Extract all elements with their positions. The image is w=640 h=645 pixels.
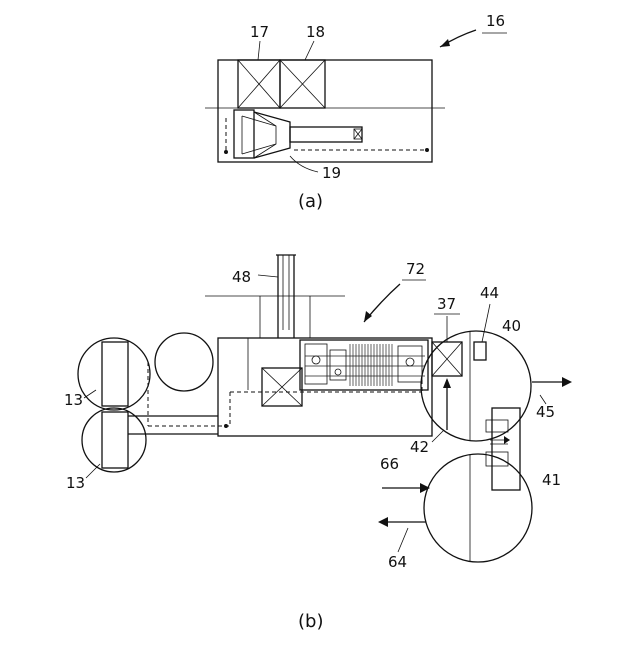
- junction-block-upper: [486, 420, 508, 432]
- flow-point-right: [425, 148, 429, 152]
- label-42: 42: [410, 438, 429, 456]
- outlet-arrow-45-head: [562, 377, 572, 387]
- box-37-feed-arrowhead: [443, 378, 451, 388]
- label-72: 72: [406, 260, 425, 278]
- label-37: 37: [437, 295, 456, 313]
- label-19: 19: [322, 164, 341, 182]
- machinery-72-wheel-2: [335, 369, 341, 375]
- label-40: 40: [502, 317, 521, 335]
- funnel-19-edge-bottom: [254, 144, 276, 158]
- label-41: 41: [542, 471, 561, 489]
- inlet-arrow-66-head: [420, 483, 430, 493]
- funnel-19-edge-top: [254, 112, 276, 126]
- side-tank: [155, 333, 213, 391]
- label-72-arrowhead: [364, 311, 372, 322]
- label-45: 45: [536, 403, 555, 421]
- small-box-44: [474, 342, 486, 360]
- tank-13-upper: [78, 338, 150, 410]
- label-13-lower: 13: [66, 474, 85, 492]
- label-42-leader: [432, 430, 444, 442]
- stack-48: [205, 255, 345, 338]
- label-44: 44: [480, 284, 499, 302]
- circle-41: [424, 454, 532, 562]
- funnel-19-body-inner: [242, 116, 276, 154]
- funnel-19-mouth: [234, 110, 254, 158]
- label-18-leader: [305, 41, 314, 60]
- flow-point-left: [224, 150, 228, 154]
- machinery-72-wheel-3: [406, 358, 414, 366]
- circle-40: [421, 331, 531, 441]
- label-17: 17: [250, 23, 269, 41]
- machinery-72-block-3: [398, 346, 422, 382]
- caption-a: (a): [298, 191, 323, 212]
- caption-b: (b): [298, 611, 323, 632]
- funnel-19-body-outer: [254, 112, 290, 158]
- tank-13-lower: [82, 408, 146, 472]
- tanks-13: [78, 333, 422, 472]
- label-66: 66: [380, 455, 399, 473]
- label-64-leader: [398, 528, 408, 552]
- junction-block-lower: [486, 452, 508, 466]
- label-19-leader: [290, 156, 318, 172]
- machinery-72-block-2: [330, 350, 346, 380]
- main-body: [218, 338, 432, 436]
- tank-13-lower-shell: [102, 412, 128, 468]
- label-64: 64: [388, 553, 407, 571]
- body-flow-point: [224, 424, 228, 428]
- label-16: 16: [486, 12, 505, 30]
- funnel-19-chute: [290, 127, 362, 142]
- label-13-lower-leader: [86, 464, 100, 478]
- outlet-arrow-64-head: [378, 517, 388, 527]
- machinery-72-outline: [300, 340, 428, 390]
- label-13-upper: 13: [64, 391, 83, 409]
- machinery-72-wheel-1: [312, 356, 320, 364]
- machinery-72: [300, 340, 428, 390]
- funnel-19: [234, 110, 362, 158]
- figure-b: 48 72: [64, 255, 572, 632]
- junction-arrowhead: [504, 436, 510, 444]
- figure-a: 16 17 18: [205, 12, 507, 212]
- label-17-leader: [258, 41, 260, 60]
- tank-13-upper-shell: [102, 342, 128, 406]
- label-48-leader: [258, 275, 278, 277]
- label-18: 18: [306, 23, 325, 41]
- label-16-arrowhead: [440, 39, 450, 47]
- label-44-leader: [482, 304, 490, 342]
- label-48: 48: [232, 268, 251, 286]
- label-13-upper-leader: [84, 390, 96, 398]
